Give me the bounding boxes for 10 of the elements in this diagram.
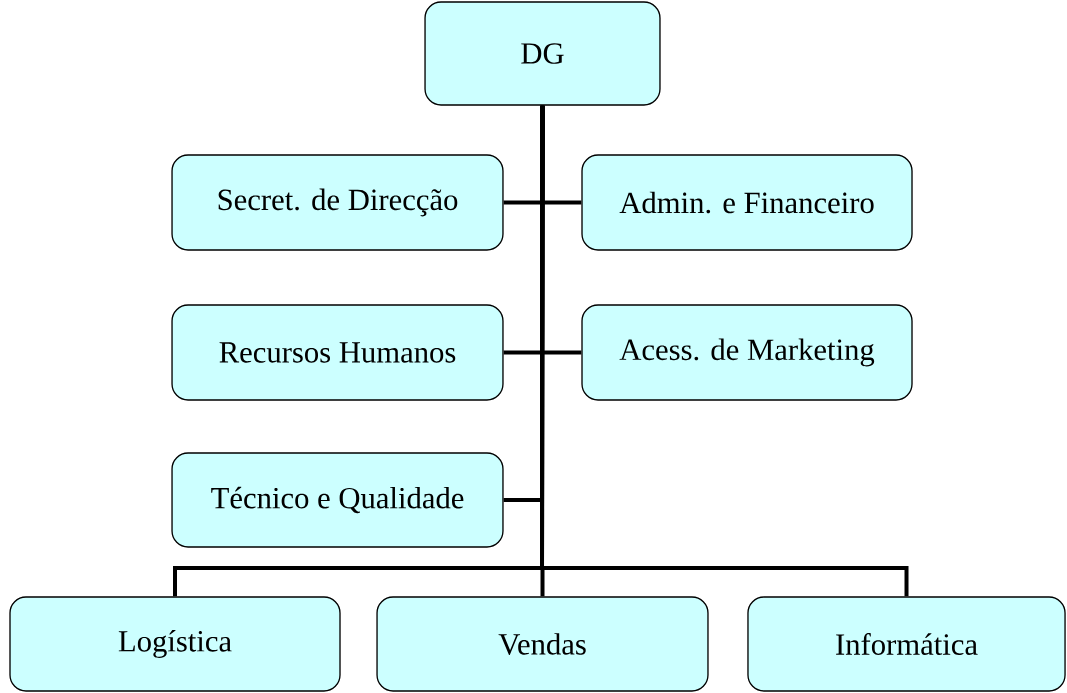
org-box: Vendas xyxy=(376,596,709,692)
org-box: Recursos Humanos xyxy=(171,304,504,401)
connector-line xyxy=(540,105,909,597)
org-box: Informática xyxy=(747,596,1066,692)
org-box: Secret. de Direcção xyxy=(171,154,504,251)
org-box: Logística xyxy=(9,596,341,692)
org-box: Admin. e Financeiro xyxy=(581,154,913,251)
org-box: DG xyxy=(424,1,661,106)
org-box: Acess. de Marketing xyxy=(581,304,913,401)
org-box: Técnico e Qualidade xyxy=(171,452,504,548)
